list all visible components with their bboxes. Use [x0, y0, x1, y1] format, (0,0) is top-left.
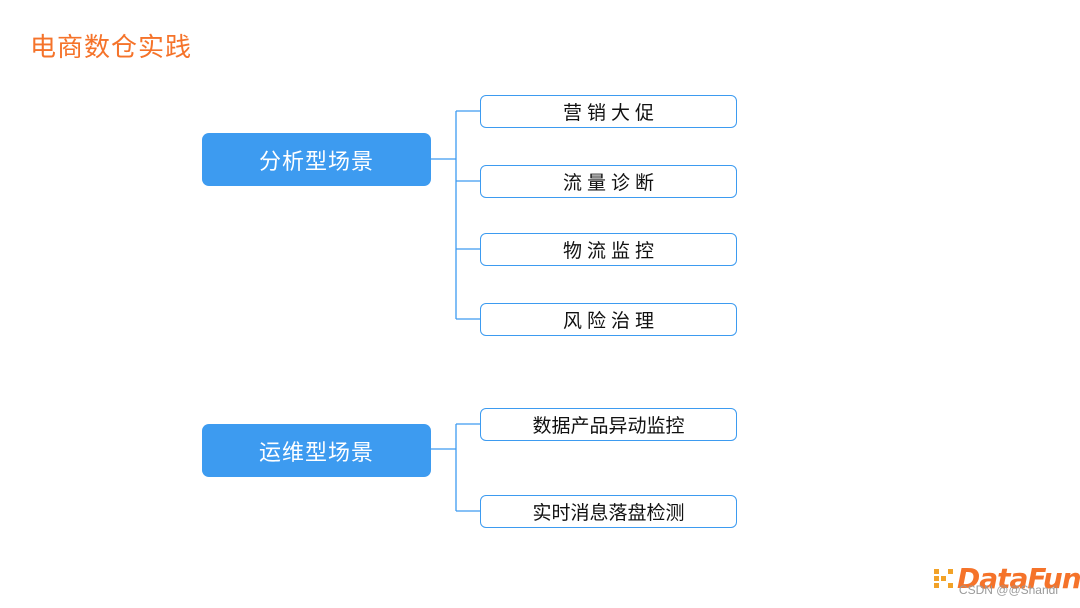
- item-logistics-monitoring: 物流监控: [480, 233, 737, 266]
- logo-text: DataFun: [957, 562, 1080, 595]
- item-risk-governance: 风险治理: [480, 303, 737, 336]
- datafun-logo: DataFun: [934, 562, 1080, 595]
- item-realtime-message-check: 实时消息落盘检测: [480, 495, 737, 528]
- category-operations: 运维型场景: [202, 424, 431, 477]
- page-title: 电商数仓实践: [30, 33, 193, 63]
- item-traffic-diagnosis: 流量诊断: [480, 165, 737, 198]
- item-data-product-anomaly: 数据产品异动监控: [480, 408, 737, 441]
- item-marketing-promotion: 营销大促: [480, 95, 737, 128]
- watermark: CSDN @@Shandi: [958, 583, 1058, 597]
- logo-dots-icon: [934, 569, 953, 588]
- category-analytics: 分析型场景: [202, 133, 431, 186]
